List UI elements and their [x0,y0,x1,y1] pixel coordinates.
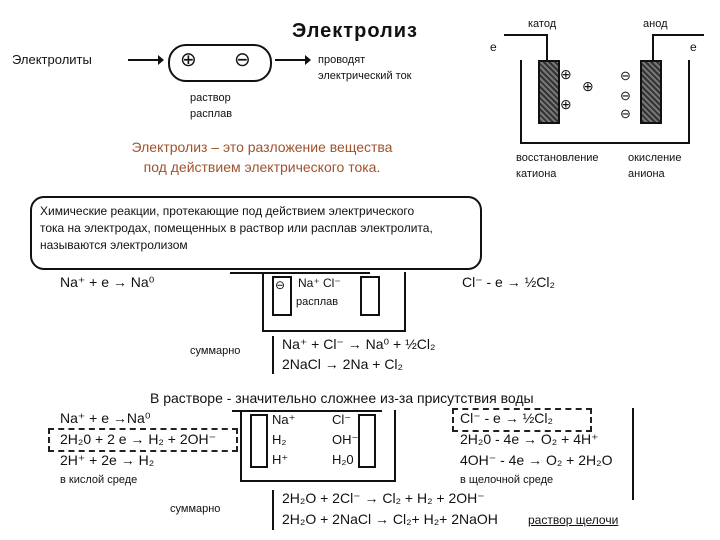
page-title: Электролиз [292,20,418,42]
cathode-wire [504,34,548,36]
melt-anode [360,276,380,316]
definition-line-1: Электролиз – это разложение вещества [131,139,393,155]
summary-label: суммарно [170,503,221,515]
box-text-line-2: тока на электродах, помещенных в раствор… [40,221,433,235]
electron-label: e [490,40,497,54]
conduct-line-1: проводят [318,54,366,66]
cell-vessel [520,60,690,144]
electrolyte-box [168,44,272,82]
arrow-icon [275,55,311,65]
melt-vessel [262,272,406,332]
solution-cathode-3: 2H⁺ + 2e → H₂ [60,452,155,468]
melt-label-text: расплав [296,296,339,308]
plus-icon: ⊕ [560,96,572,112]
solution-cathode [250,414,268,468]
middle-left-2: H₂ [272,432,287,447]
melt-sum-1: Na⁺ + Cl⁻ → Na⁰ + ½Cl₂ [282,336,436,352]
alkali-solution-label: раствор щелочи [528,513,619,527]
solution-label: раствор [190,92,231,104]
melt-bar [230,272,370,274]
side-brace [632,408,634,500]
summary-brace [272,490,274,530]
solution-bar [232,410,382,412]
middle-left-3: H⁺ [272,452,289,467]
plus-icon: ⊕ [582,78,594,94]
highlight-frame [452,408,592,432]
solution-anode-2: 2H₂0 - 4e → O₂ + 4H⁺ [460,431,599,447]
melt-anode-equation: Cl⁻ - e → ½Cl₂ [462,274,555,290]
melt-sum-2: 2NaCl → 2Na + Cl₂ [282,356,403,372]
solution-cathode-2: 2H₂0 + 2 e → H₂ + 2OH⁻ [60,431,216,447]
electrolytes-label: Электролиты [12,52,92,67]
minus-icon: ⊖ [620,68,631,83]
minus-icon: ⊖ [275,278,286,292]
solution-sum-1: 2H₂O + 2Cl⁻ → Cl₂ + H₂ + 2OH⁻ [282,490,485,506]
minus-icon: ⊖ [234,49,251,71]
anode-electrode [640,60,662,124]
summary-label: суммарно [190,345,241,357]
cathode-label: катод [528,18,557,30]
minus-icon: ⊖ [620,106,631,121]
anions-label: аниона [628,168,665,180]
solution-anode-1: Cl⁻ - e → ½Cl₂ [460,410,553,426]
cathode-wire-down [546,34,548,60]
anode-wire-down [652,34,654,60]
melt-cathode-equation: Na⁺ + e → Na⁰ [60,274,155,290]
box-text-line-1: Химические реакции, протекающие под дейс… [40,204,415,218]
middle-right-1: Cl⁻ [332,412,352,427]
solution-anode-3: 4OH⁻ - 4e → O₂ + 2H₂O [460,452,613,468]
solution-anode [358,414,376,468]
melt-cathode [272,276,292,316]
acid-env-label: в кислой среде [60,474,138,486]
conduct-line-2: электрический ток [318,70,412,82]
middle-right-3: H₂0 [332,452,354,467]
anode-wire [652,34,704,36]
solution-vessel [240,410,396,482]
oxidation-label: окисление [628,152,682,164]
summary-brace [272,336,274,374]
highlight-frame [48,428,238,452]
anode-label: анод [643,18,668,30]
reduction-label: восстановление [516,152,599,164]
melt-ions: Na⁺ Cl⁻ [298,276,341,290]
solution-heading: В растворе - значительно сложнее из-за п… [150,390,534,406]
definition-box [30,196,482,270]
arrow-icon [128,55,164,65]
alkaline-env-label: в щелочной среде [460,474,554,486]
melt-label: расплав [190,108,233,120]
middle-left-1: Na⁺ [272,412,296,427]
cathode-electrode [538,60,560,124]
solution-sum-2: 2H₂O + 2NaCl → Cl₂+ H₂+ 2NaOH [282,511,498,527]
plus-icon: ⊕ [180,49,197,71]
solution-cathode-1: Na⁺ + e →Na⁰ [60,410,151,426]
electron-label: e [690,40,697,54]
box-text-line-3: называются электролизом [40,238,188,252]
cations-label: катиона [516,168,557,180]
definition-line-2: под действием электрического тока. [143,159,381,175]
plus-icon: ⊕ [560,66,572,82]
middle-right-2: OH⁻ [332,432,359,447]
minus-icon: ⊖ [620,88,631,103]
